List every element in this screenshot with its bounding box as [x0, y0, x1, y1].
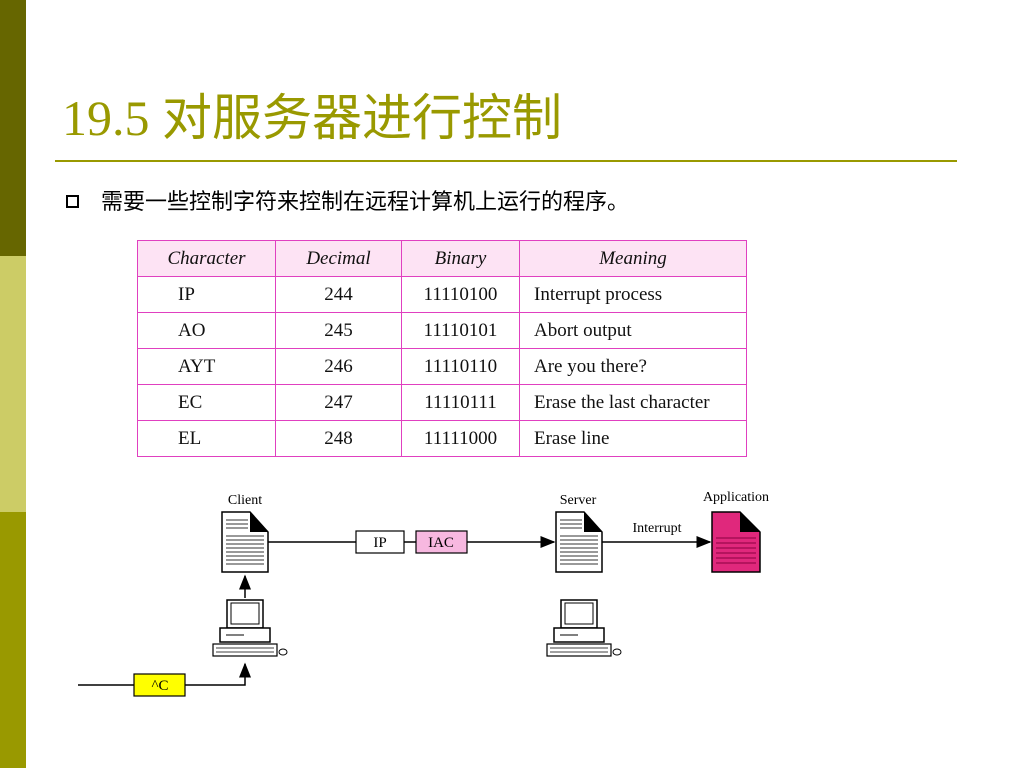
cell-decimal: 247 — [275, 384, 402, 421]
cell-character: AYT — [137, 348, 276, 385]
ip-box-label: IP — [373, 535, 386, 551]
cell-character: EC — [137, 384, 276, 421]
server-computer-icon — [546, 599, 622, 657]
cell-meaning: Abort output — [519, 312, 747, 349]
table-row: EL 248 11111000 Erase line — [137, 420, 747, 457]
ctrl-c-label: ^C — [151, 678, 168, 694]
cell-binary: 11110110 — [401, 348, 520, 385]
interrupt-label: Interrupt — [633, 521, 682, 536]
cell-decimal: 248 — [275, 420, 402, 457]
cell-character: IP — [137, 276, 276, 313]
cell-decimal: 245 — [275, 312, 402, 349]
table-row: EC 247 11110111 Erase the last character — [137, 384, 747, 421]
application-label: Application — [703, 490, 769, 505]
column-header-decimal: Decimal — [275, 240, 402, 277]
table-row: AO 245 11110101 Abort output — [137, 312, 747, 349]
table-header-row: Character Decimal Binary Meaning — [137, 240, 747, 277]
slide-title: 19.5 对服务器进行控制 — [62, 90, 562, 146]
cell-character: EL — [137, 420, 276, 457]
bullet-text: 需要一些控制字符来控制在远程计算机上运行的程序。 — [101, 189, 630, 214]
cell-binary: 11110100 — [401, 276, 520, 313]
telnet-interrupt-diagram: Client Server Application Interrupt — [78, 490, 769, 697]
client-label: Client — [228, 493, 262, 508]
cell-meaning: Are you there? — [519, 348, 747, 385]
column-header-meaning: Meaning — [519, 240, 747, 277]
cell-meaning: Erase line — [519, 420, 747, 457]
server-document-icon — [555, 511, 603, 573]
title-divider — [55, 160, 957, 162]
iac-box-label: IAC — [428, 535, 454, 551]
cell-meaning: Interrupt process — [519, 276, 747, 313]
left-stripe-bottom — [0, 512, 26, 768]
table-row: IP 244 11110100 Interrupt process — [137, 276, 747, 313]
server-label: Server — [560, 493, 597, 508]
bullet-item: 需要一些控制字符来控制在远程计算机上运行的程序。 — [66, 184, 629, 216]
cell-meaning: Erase the last character — [519, 384, 747, 421]
cell-character: AO — [137, 312, 276, 349]
column-header-binary: Binary — [401, 240, 520, 277]
application-document-icon — [711, 511, 761, 573]
cell-binary: 11110101 — [401, 312, 520, 349]
left-stripe-top — [0, 0, 26, 256]
column-header-character: Character — [137, 240, 276, 277]
ctrl-c-to-computer-arrow — [185, 662, 251, 686]
table-row: AYT 246 11110110 Are you there? — [137, 348, 747, 385]
left-stripe-middle — [0, 256, 26, 512]
client-computer-icon — [212, 599, 288, 657]
control-characters-table: Character Decimal Binary Meaning IP 244 … — [137, 240, 747, 457]
cell-decimal: 244 — [275, 276, 402, 313]
cell-binary: 11111000 — [401, 420, 520, 457]
client-document-icon — [221, 511, 269, 573]
cell-decimal: 246 — [275, 348, 402, 385]
cell-binary: 11110111 — [401, 384, 520, 421]
square-bullet-icon — [66, 194, 79, 208]
